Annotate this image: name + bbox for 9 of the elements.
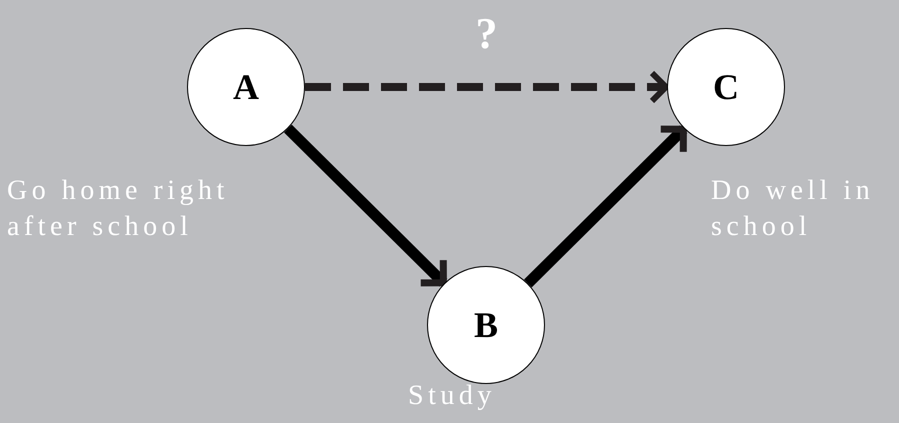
node-caption: Study: [408, 379, 497, 413]
node-letter: A: [233, 66, 259, 108]
arrow: [524, 125, 688, 288]
arrow: [284, 124, 448, 287]
node-caption: Do well in school: [711, 174, 876, 244]
node-caption: Go home right after school: [7, 174, 230, 244]
node-letter: B: [474, 304, 498, 346]
node-letter: C: [713, 66, 739, 108]
arrow: [305, 70, 669, 104]
